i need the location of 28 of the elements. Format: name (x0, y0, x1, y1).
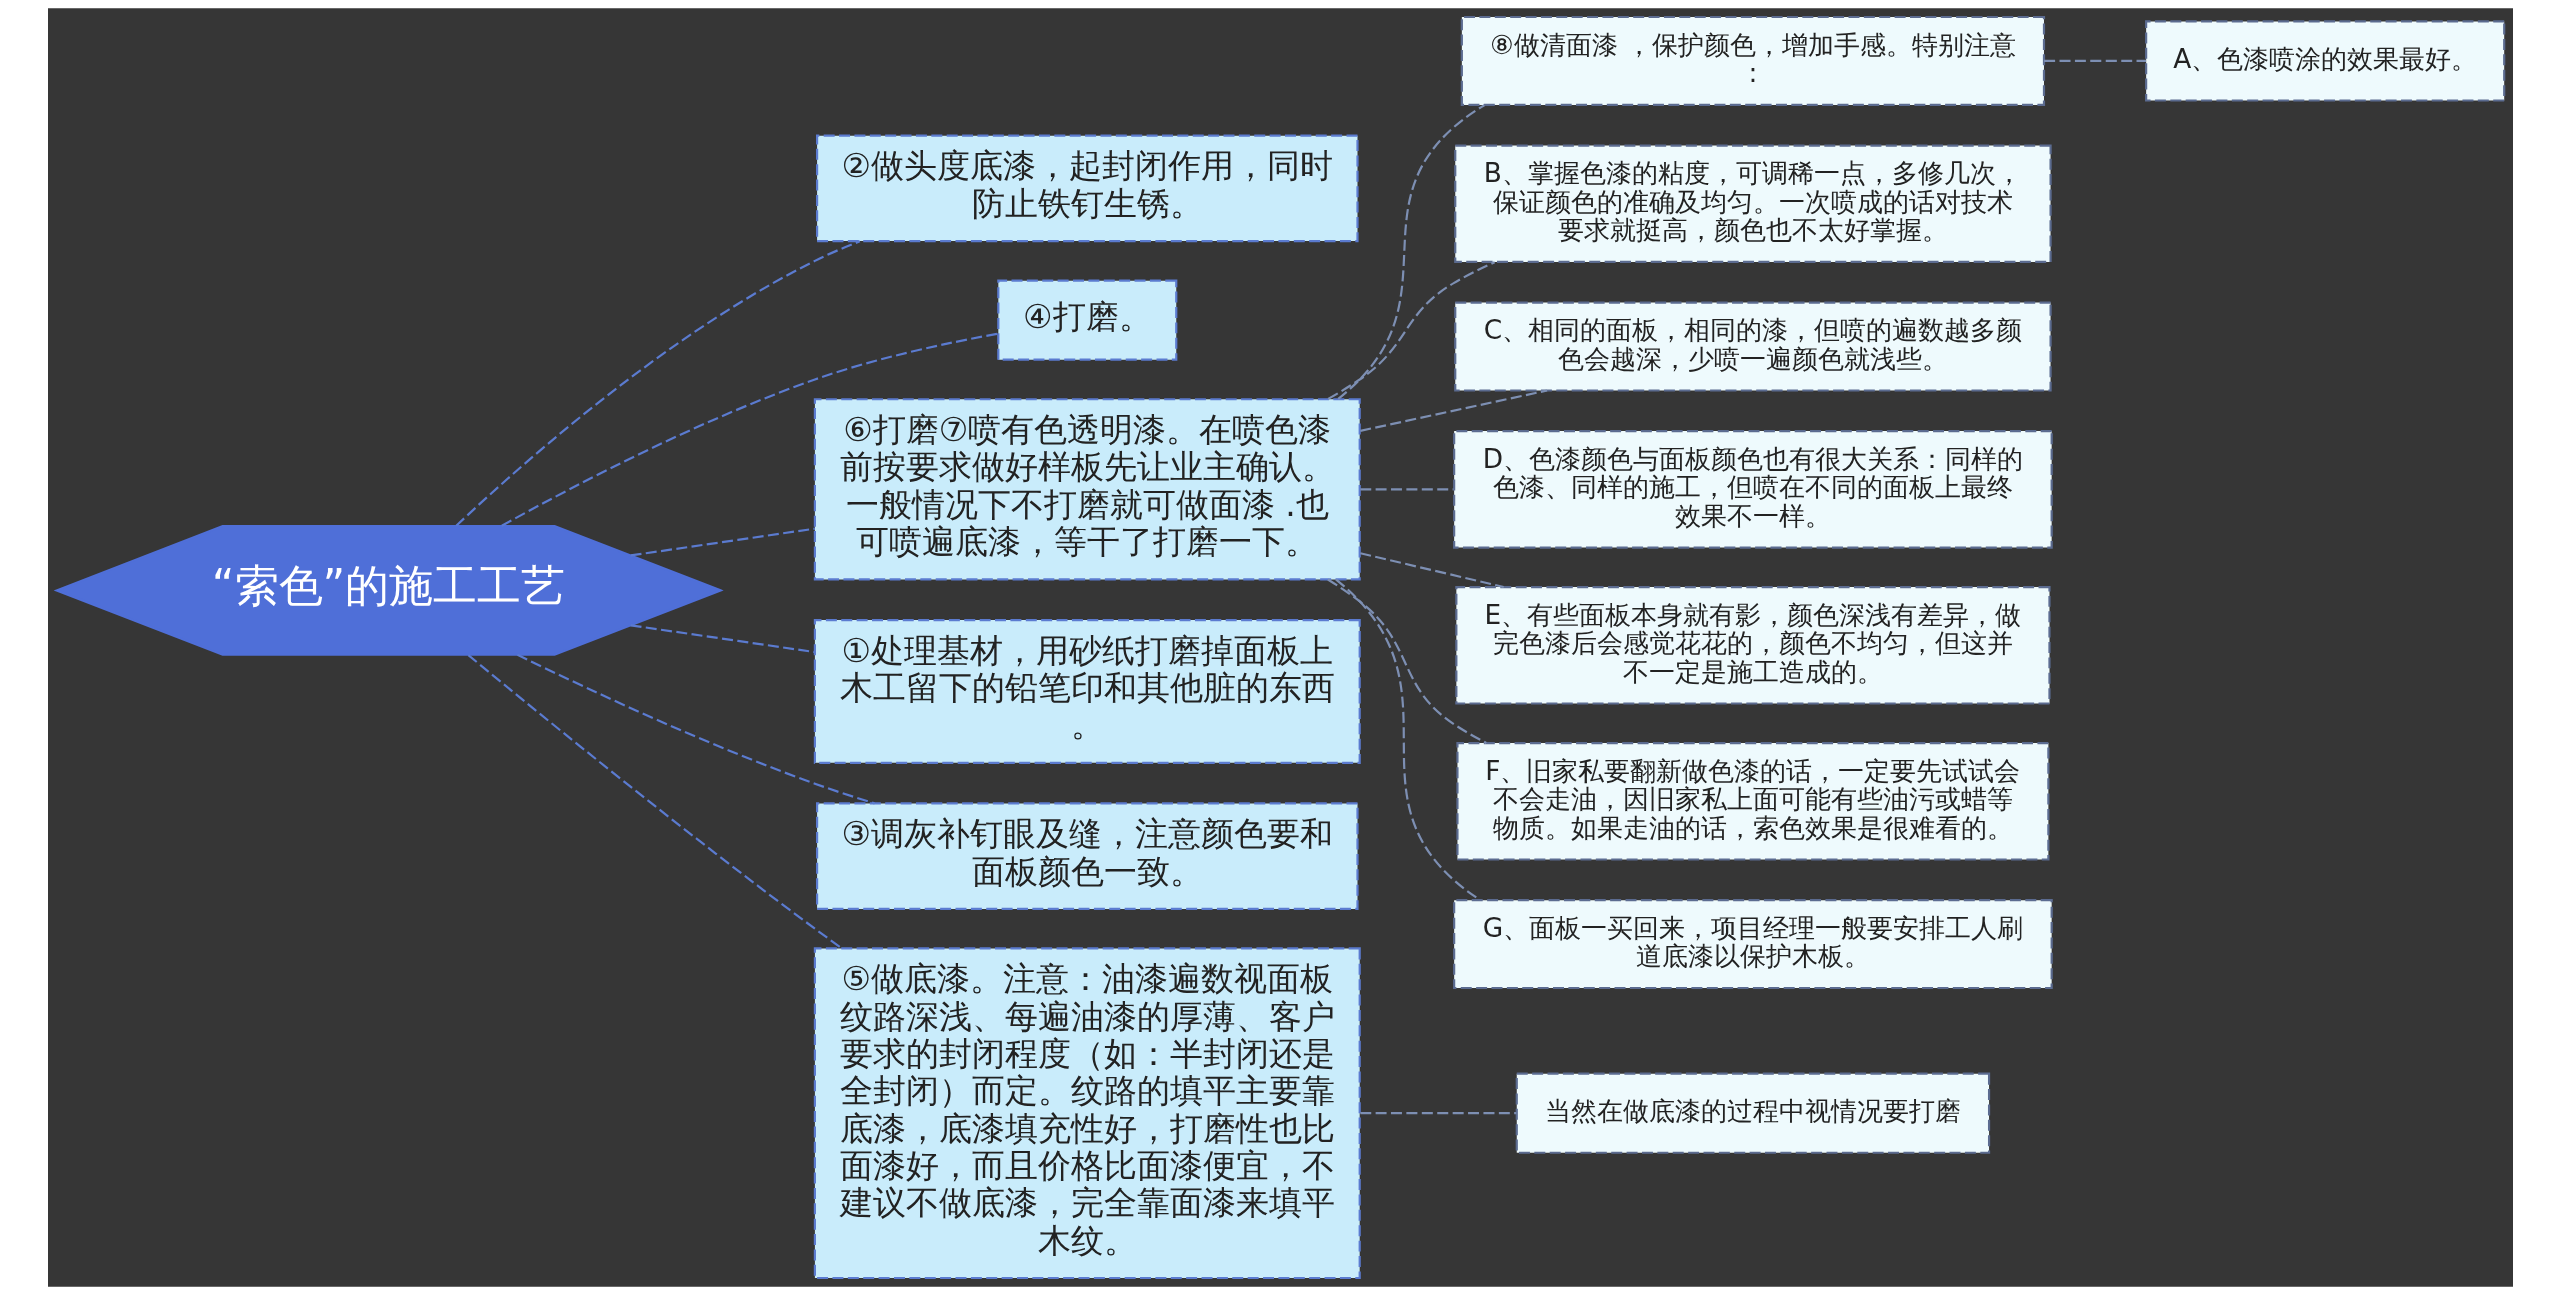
connector (455, 240, 860, 527)
node-box: ⑤做底漆。注意：油漆遍数视面板纹路深浅、每遍油漆的厚薄、客户要求的封闭程度（如：半封闭还是全封闭）而定。纹路的填平主要靠底漆，底漆填充性好，打磨性也比面漆好，而且价格比面漆便宜，不建议不做底漆，完全靠面漆来填平木纹。 (813, 947, 1361, 1280)
node-box: G、面板一买回来，项目经理一般要安排工人刷道底漆以保护木板。 (1452, 899, 2053, 990)
connector (1327, 261, 1495, 400)
node-box: ④打磨。 (996, 279, 1177, 361)
node-box: ⑧做清面漆 ，保护颜色，增加手感。特别注意: (1460, 15, 2045, 106)
connector (1359, 552, 1504, 589)
node-box: B、掌握色漆的粘度，可调稀一点，多修几次，保证颜色的准确及均匀。一次喷成的话对技术要求就挺高，颜色也不太好掌握。 (1453, 144, 2052, 264)
connector (1326, 578, 1487, 744)
node-box: ①处理基材，用砂纸打磨掉面板上木工留下的铅笔印和其他脏的东西。 (813, 618, 1361, 764)
node-box: E、有些面板本身就有影，颜色深浅有差异，做完色漆后会感觉花花的，颜色不均匀，但这并不一定是施工造成的。 (1454, 586, 2051, 705)
node-box: ②做头度底漆，起封闭作用，同时防止铁钉生锈。 (815, 134, 1359, 243)
node-box: 当然在做底漆的过程中视情况要打磨 (1515, 1072, 1990, 1154)
connector (467, 654, 842, 949)
node-box: ⑥打磨⑦喷有色透明漆。在喷色漆前按要求做好样板先让业主确认。一般情况下不打磨就可做面漆 .也可喷遍底漆，等干了打磨一下。 (813, 398, 1361, 581)
node-box: A、色漆喷涂的效果最好。 (2144, 20, 2505, 102)
node-box: ③调灰补钉眼及缝，注意颜色要和面板颜色一致。 (815, 802, 1359, 910)
node-box: C、相同的面板，相同的漆，但喷的遍数越多颜色会越深，少喷一遍颜色就浅些。 (1453, 301, 2052, 392)
connector (630, 527, 815, 557)
connector (516, 653, 875, 805)
connector (500, 332, 998, 527)
node-box: F、旧家私要翻新做色漆的话，一定要先试试会不会走油，因旧家私上面可能有些油污或蜡等物质。如果走油的话，索色效果是很难看的。 (1455, 741, 2049, 861)
connector (1359, 389, 1547, 432)
node-box: D、色漆颜色与面板颜色也有很大关系：同样的色漆、同样的施工，但喷在不同的面板上最终效果不一样。 (1452, 430, 2053, 549)
connector (630, 624, 815, 654)
connector (1337, 104, 1485, 400)
connector (2043, 59, 2146, 63)
connector (1359, 1112, 1516, 1115)
